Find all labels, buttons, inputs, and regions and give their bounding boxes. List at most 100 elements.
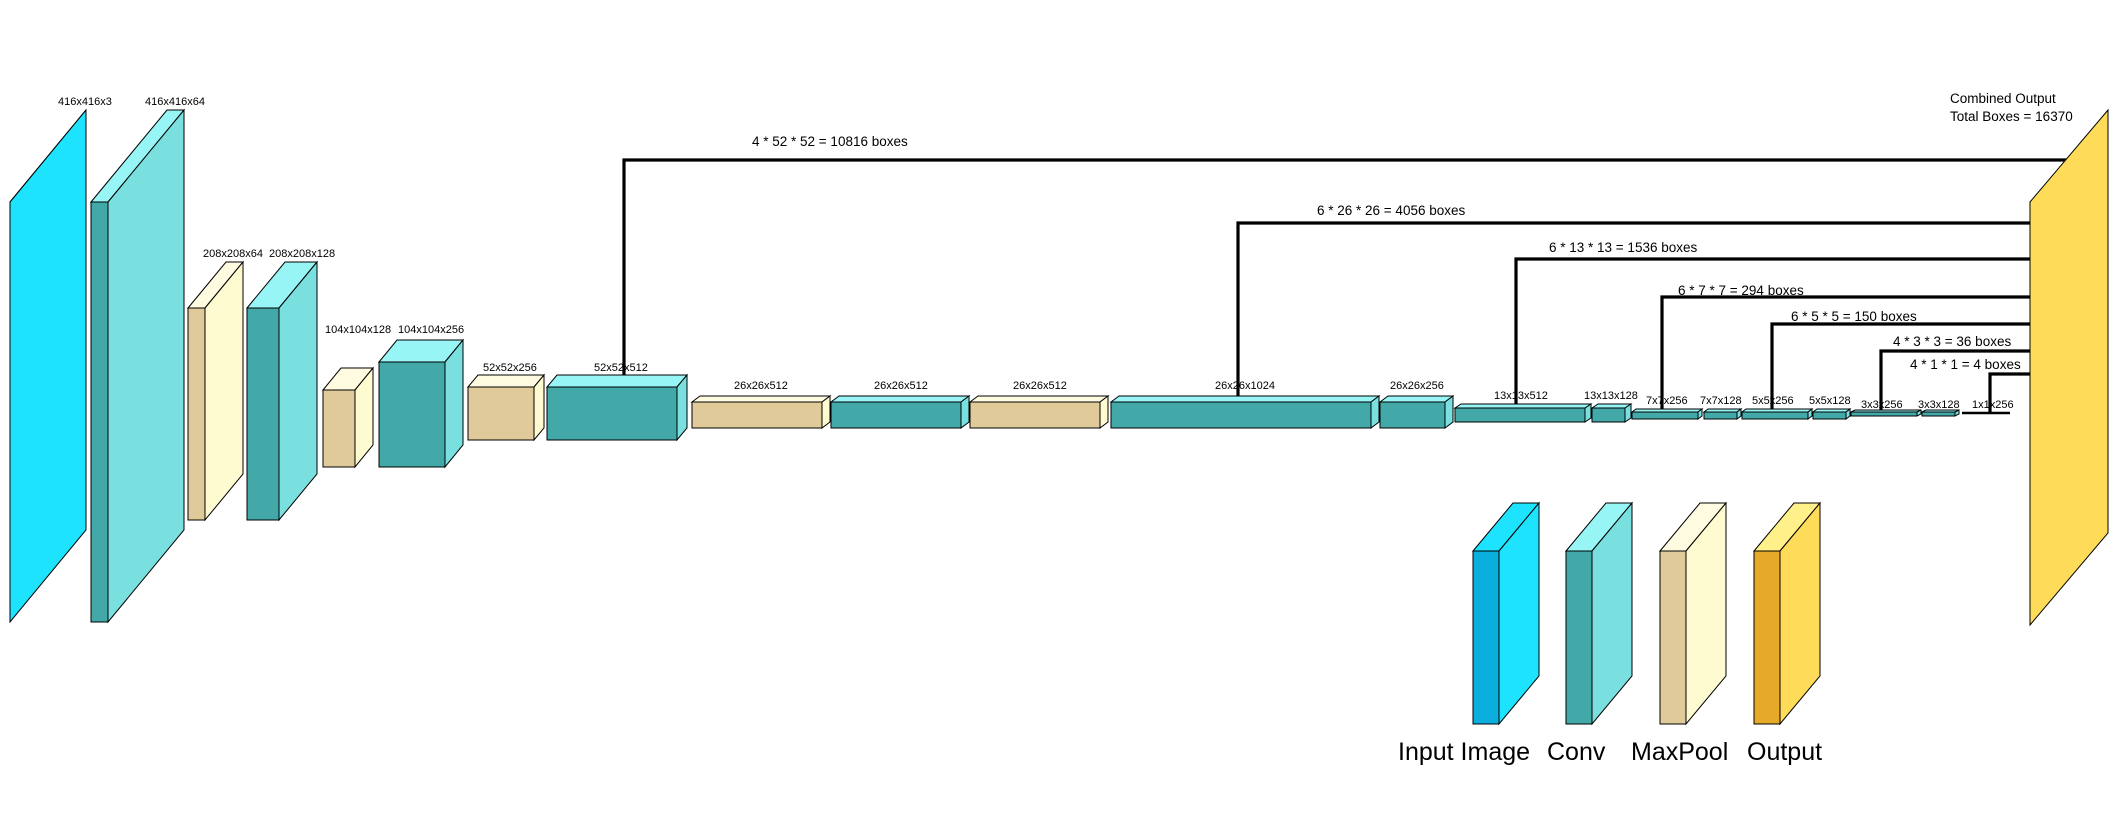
output-panel <box>2029 108 2109 627</box>
layer-20-label: 3x3x256 <box>1861 399 1903 411</box>
layer-11-front <box>969 401 1101 429</box>
connection-4: 6 * 7 * 7 = 294 boxes <box>1660 283 2030 411</box>
layer-5 <box>321 366 375 469</box>
layer-1-label: 416x416x3 <box>58 96 112 108</box>
layer-15 <box>1590 403 1633 423</box>
legend-conv-label: Conv <box>1547 738 1606 766</box>
layer-8-front <box>546 386 678 441</box>
layer-6-side <box>444 338 464 469</box>
layer-19-front <box>1812 411 1847 420</box>
layer-4-side <box>278 260 318 522</box>
layer-12-side <box>1370 395 1380 429</box>
layer-18-label: 5x5x256 <box>1752 395 1794 407</box>
layer-8-label: 52x52x512 <box>594 362 648 374</box>
legend-input-swatch-front <box>1472 550 1500 725</box>
legend-output-swatch <box>1752 501 1822 726</box>
layer-12-label: 26x26x1024 <box>1215 380 1275 392</box>
layer-7-label: 52x52x256 <box>483 362 537 374</box>
layer-13 <box>1378 395 1455 429</box>
legend-maxpool-label: MaxPool <box>1631 738 1728 766</box>
layer-3-side <box>204 260 244 522</box>
network-layers: 416x416x3 416x416x64 208x208x64 208x208x128… <box>9 96 2014 624</box>
legend-maxpool-swatch <box>1658 501 1728 726</box>
layer-10-top <box>829 395 971 403</box>
layer-14-front <box>1454 407 1586 423</box>
detection-connections: 4 * 52 * 52 = 10816 boxes 6 * 26 * 26 = 4… <box>622 134 2070 413</box>
layer-8-side <box>676 373 688 442</box>
connection-1-label: 4 * 52 * 52 = 10816 boxes <box>752 134 908 149</box>
layer-15-label: 13x13x128 <box>1584 390 1638 402</box>
connection-2: 6 * 26 * 26 = 4056 boxes <box>1236 203 2030 398</box>
layer-10-front <box>830 401 962 429</box>
layer-8 <box>545 373 689 442</box>
legend-output-label: Output <box>1747 738 1822 766</box>
layer-20 <box>1850 409 1922 417</box>
layer-1-side <box>9 108 87 624</box>
layer-21-label: 3x3x128 <box>1918 399 1960 411</box>
layer-3 <box>186 260 245 522</box>
layer-13-label: 26x26x256 <box>1390 380 1444 392</box>
layer-11-top <box>968 395 1110 403</box>
connection-1: 4 * 52 * 52 = 10816 boxes <box>622 134 2070 377</box>
connection-5-label: 6 * 5 * 5 = 150 boxes <box>1791 309 1917 324</box>
legend-input-swatch <box>1471 501 1541 726</box>
layer-12-front <box>1110 401 1372 429</box>
layer-2 <box>89 108 186 624</box>
connection-4-label: 6 * 7 * 7 = 294 boxes <box>1678 283 1804 298</box>
layer-7 <box>466 373 546 442</box>
connection-1-line <box>622 158 2070 377</box>
connection-5-line <box>1770 322 2030 411</box>
layer-18-front <box>1741 411 1809 420</box>
layer-13-front <box>1379 401 1446 429</box>
layer-11-side <box>1099 395 1109 429</box>
connection-6-line <box>1879 349 2030 412</box>
connection-7: 4 * 1 * 1 = 4 boxes <box>1910 357 2030 413</box>
legend-maxpool-swatch-front <box>1659 550 1687 725</box>
layer-13-top <box>1378 395 1455 403</box>
layer-14 <box>1453 403 1593 423</box>
layer-17 <box>1702 408 1743 420</box>
layer-10-side <box>960 395 970 429</box>
layer-9-front <box>691 401 823 429</box>
layer-16-label: 7x7x256 <box>1646 395 1688 407</box>
connection-6-label: 4 * 3 * 3 = 36 boxes <box>1893 334 2011 349</box>
layer-14-top <box>1453 403 1593 409</box>
layer-4-label: 208x208x128 <box>269 248 335 260</box>
layer-2-label: 416x416x64 <box>145 96 205 108</box>
layer-11-label: 26x26x512 <box>1013 380 1067 392</box>
layer-11 <box>968 395 1110 429</box>
combined-output-total: Total Boxes = 16370 <box>1950 109 2073 124</box>
layer-9-label: 26x26x512 <box>734 380 788 392</box>
layer-7-side <box>533 373 545 442</box>
layer-1 <box>9 108 87 624</box>
layer-10-label: 26x26x512 <box>874 380 928 392</box>
layer-4-front <box>246 307 280 521</box>
layer-12 <box>1109 395 1381 429</box>
connection-7-label: 4 * 1 * 1 = 4 boxes <box>1910 357 2021 372</box>
layer-3-label: 208x208x64 <box>203 248 263 260</box>
layer-6 <box>377 338 465 469</box>
layer-7-top <box>466 374 546 388</box>
layer-3-front <box>187 307 206 521</box>
layer-6-front <box>378 361 446 468</box>
layer-12-top <box>1109 395 1381 403</box>
layer-21-front <box>1921 411 1956 417</box>
layer-7-front <box>467 386 535 441</box>
layer-16-front <box>1631 411 1699 420</box>
connection-7-line <box>1988 372 2030 413</box>
layer-20-front <box>1850 411 1918 417</box>
layer-5-front <box>322 389 356 468</box>
layer-10 <box>829 395 971 429</box>
layer-21 <box>1921 409 1960 417</box>
layer-15-front <box>1591 407 1626 423</box>
layer-4 <box>245 260 319 522</box>
layer-9 <box>690 395 832 429</box>
layer-2-front <box>90 201 109 623</box>
connection-3-label: 6 * 13 * 13 = 1536 boxes <box>1549 240 1697 255</box>
layer-17-label: 7x7x128 <box>1700 395 1742 407</box>
connection-2-label: 6 * 26 * 26 = 4056 boxes <box>1317 203 1465 218</box>
connection-3-line <box>1514 257 2030 406</box>
combined-output-title: Combined Output <box>1950 91 2056 106</box>
layer-19-label: 5x5x128 <box>1809 395 1851 407</box>
